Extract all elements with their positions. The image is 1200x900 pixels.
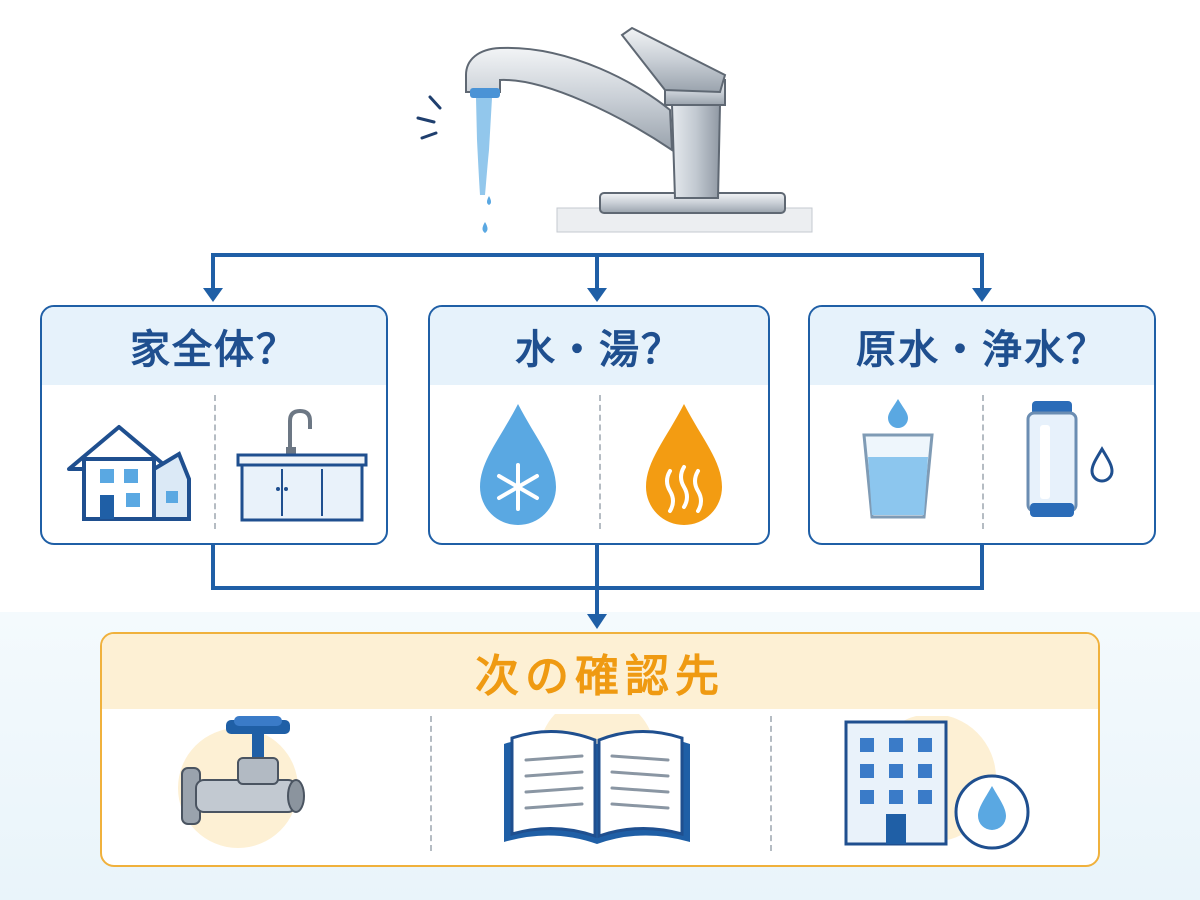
hot-water-drop-icon xyxy=(646,404,722,525)
next-step-title: 次の確認先 xyxy=(475,650,725,702)
divider xyxy=(599,395,601,529)
water-valve-icon xyxy=(178,716,305,848)
divider xyxy=(430,716,432,851)
category-box-water-hot: 水・湯？ xyxy=(428,305,770,545)
divider xyxy=(214,395,216,529)
divider xyxy=(770,716,772,851)
next-step-box: 次の確認先 xyxy=(100,632,1100,867)
manual-book-icon xyxy=(504,714,690,844)
divider xyxy=(982,395,984,529)
connector-arrows xyxy=(211,253,984,618)
house-icon xyxy=(67,425,191,521)
filter-cartridge-icon xyxy=(1026,401,1114,517)
kitchen-sink-icon xyxy=(236,408,368,522)
arrowheads xyxy=(203,288,992,629)
cold-water-drop-icon xyxy=(480,404,556,525)
category-box-whole-house: 家全体？ xyxy=(40,305,388,545)
water-glass-icon xyxy=(862,399,934,519)
category-box-raw-purified: 原水・浄水？ xyxy=(808,305,1156,545)
water-utility-building-icon xyxy=(844,716,1030,850)
category-title: 原水・浄水？ xyxy=(856,327,1108,373)
category-title: 家全体？ xyxy=(130,327,298,373)
category-title: 水・湯？ xyxy=(515,327,683,373)
faucet-icon xyxy=(416,26,813,233)
